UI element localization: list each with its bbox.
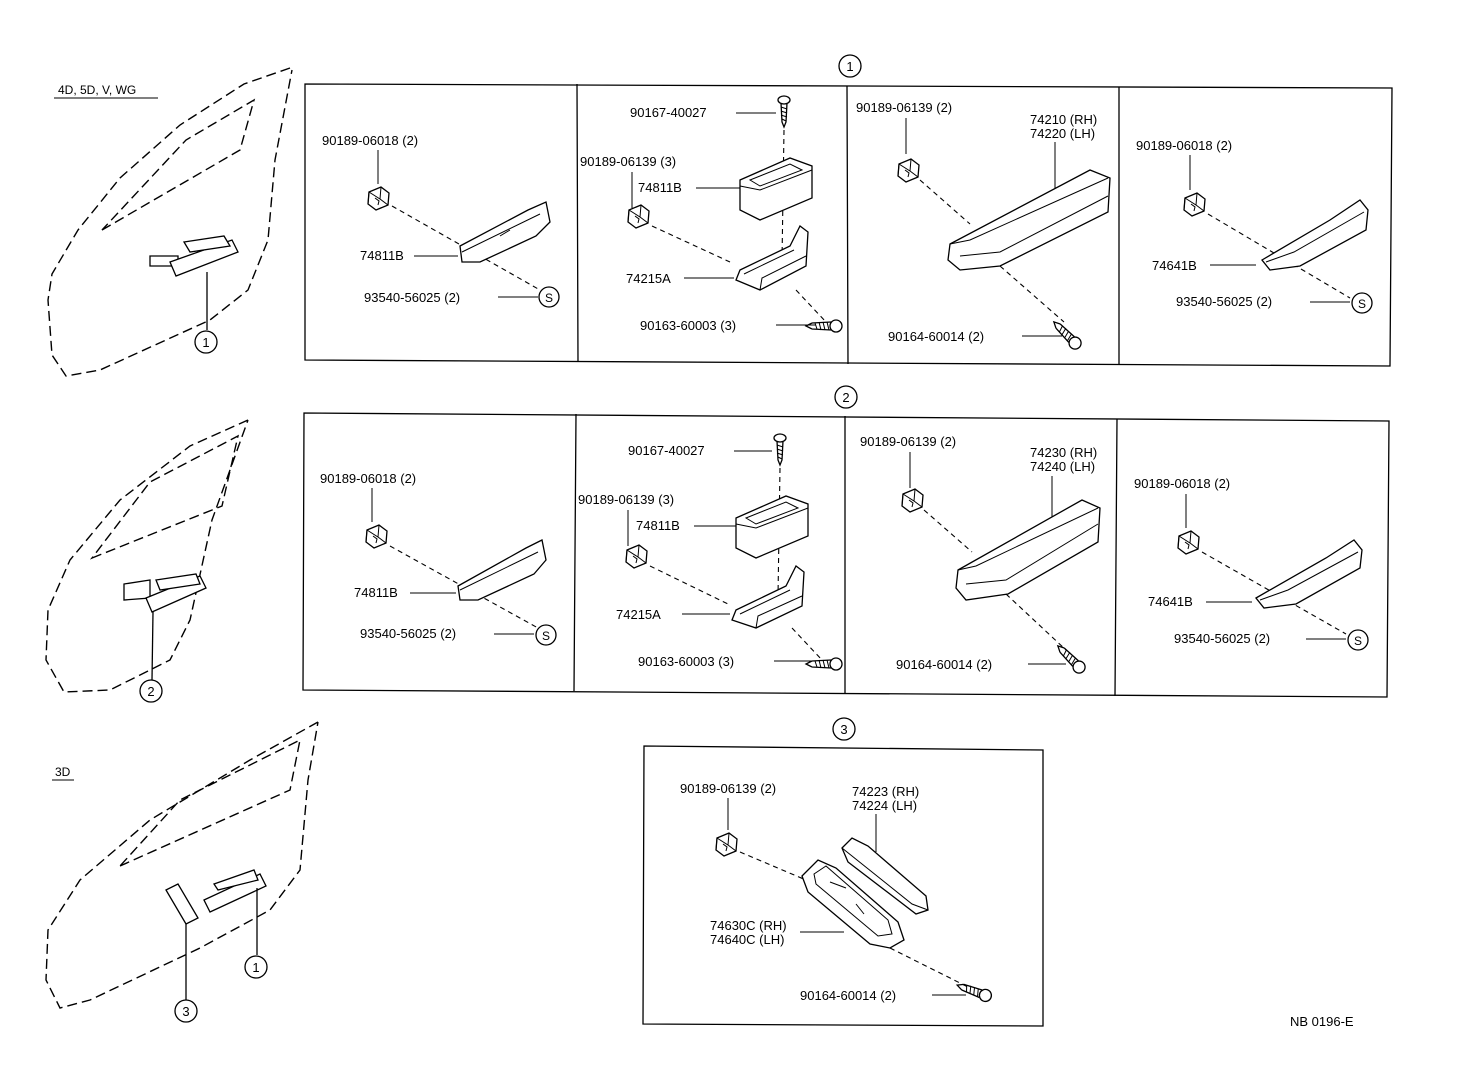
part-label: 74220 (LH) <box>1030 126 1095 141</box>
part-label: 74641B <box>1152 258 1197 273</box>
part-label: 74811B <box>636 518 680 533</box>
part-label: 90189-06139 (2) <box>860 434 956 449</box>
door-illustration-3d: 3D 3 1 <box>45 721 319 1023</box>
callout-number: 2 <box>147 684 154 699</box>
screw-s-label: S <box>542 629 550 643</box>
callout-number: 1 <box>202 335 209 350</box>
part-label: 74811B <box>354 585 398 600</box>
part-label: 74811B <box>360 248 404 263</box>
part-label: 90189-06139 (2) <box>680 781 776 796</box>
panel-1-2: 90167-40027 90189-06139 (3) 74811B 74215… <box>580 95 843 333</box>
panel-1-3: 90189-06139 (2) 74210 (RH) 74220 (LH) 90… <box>856 100 1111 353</box>
part-label: 90189-06018 (2) <box>1136 138 1232 153</box>
panel-2-1: 90189-06018 (2) 74811B 93540-56025 (2) S <box>320 471 557 646</box>
callout-number: 1 <box>252 960 259 975</box>
part-label: 90167-40027 <box>630 105 707 120</box>
callout-circle <box>139 679 163 703</box>
section-callout <box>832 717 856 741</box>
part-label: 90163-60003 (3) <box>638 654 734 669</box>
section-callout <box>834 385 858 409</box>
part-label: 74215A <box>616 607 661 622</box>
part-label: 74223 (RH) <box>852 784 919 799</box>
part-label: 90164-60014 (2) <box>888 329 984 344</box>
panel-1-4: 90189-06018 (2) 74641B 93540-56025 (2) S <box>1136 138 1373 314</box>
door-type-label-top: 4D, 5D, V, WG <box>58 83 136 97</box>
part-label: 93540-56025 (2) <box>1174 631 1270 646</box>
part-label: 74224 (LH) <box>852 798 917 813</box>
section-number: 1 <box>846 59 853 74</box>
part-label: 74811B <box>638 180 682 195</box>
part-label: 90163-60003 (3) <box>640 318 736 333</box>
panel-1-1: 90189-06018 (2) 74811B 93540-56025 (2) S <box>322 133 560 308</box>
part-label: 74641B <box>1148 594 1193 609</box>
section-number: 2 <box>842 390 849 405</box>
part-label: 74240 (LH) <box>1030 459 1095 474</box>
part-label: 90164-60014 (2) <box>800 988 896 1003</box>
screw-s-label: S <box>1358 297 1366 311</box>
callout-circle <box>244 955 268 979</box>
screw-s-label: S <box>1354 634 1362 648</box>
part-label: 74640C (LH) <box>710 932 784 947</box>
part-label: 74230 (RH) <box>1030 445 1097 460</box>
door-illustration-front: 4D, 5D, V, WG 1 <box>47 67 293 377</box>
panel-2-2: 90167-40027 90189-06139 (3) 74811B 74215… <box>578 433 843 671</box>
part-label: 74210 (RH) <box>1030 112 1097 127</box>
panel-2-3: 90189-06139 (2) 74230 (RH) 74240 (LH) 90… <box>860 434 1101 677</box>
callout-number: 3 <box>182 1004 189 1019</box>
part-label: 93540-56025 (2) <box>1176 294 1272 309</box>
door-type-label-bottom: 3D <box>55 765 71 779</box>
part-label: 90189-06139 (3) <box>578 492 674 507</box>
section-2: 2 90189-06018 (2) 74811B 93540-56025 (2)… <box>302 385 1390 698</box>
part-label: 93540-56025 (2) <box>364 290 460 305</box>
panel-2-4: 90189-06018 (2) 74641B 93540-56025 (2) S <box>1134 476 1369 651</box>
part-label: 90189-06018 (2) <box>320 471 416 486</box>
part-label: 90189-06139 (2) <box>856 100 952 115</box>
callout-circle <box>194 330 218 354</box>
part-label: 90189-06018 (2) <box>322 133 418 148</box>
part-label: 74215A <box>626 271 671 286</box>
screw-s-label: S <box>545 291 553 305</box>
callout-circle <box>174 999 198 1023</box>
section-3: 3 90189-06139 (2) 74223 (RH) 74224 (LH) … <box>642 717 1044 1027</box>
section-number: 3 <box>840 722 847 737</box>
door-illustration-rear: 2 <box>45 419 249 703</box>
part-label: 74630C (RH) <box>710 918 787 933</box>
section-callout <box>838 54 862 78</box>
part-label: 93540-56025 (2) <box>360 626 456 641</box>
drawing-code: NB 0196-E <box>1290 1014 1354 1029</box>
part-label: 90167-40027 <box>628 443 705 458</box>
section-1: 1 90189-06018 (2) 74811B 93540-56025 (2)… <box>304 54 1393 367</box>
part-label: 90189-06139 (3) <box>580 154 676 169</box>
part-label: 90164-60014 (2) <box>896 657 992 672</box>
part-label: 90189-06018 (2) <box>1134 476 1230 491</box>
